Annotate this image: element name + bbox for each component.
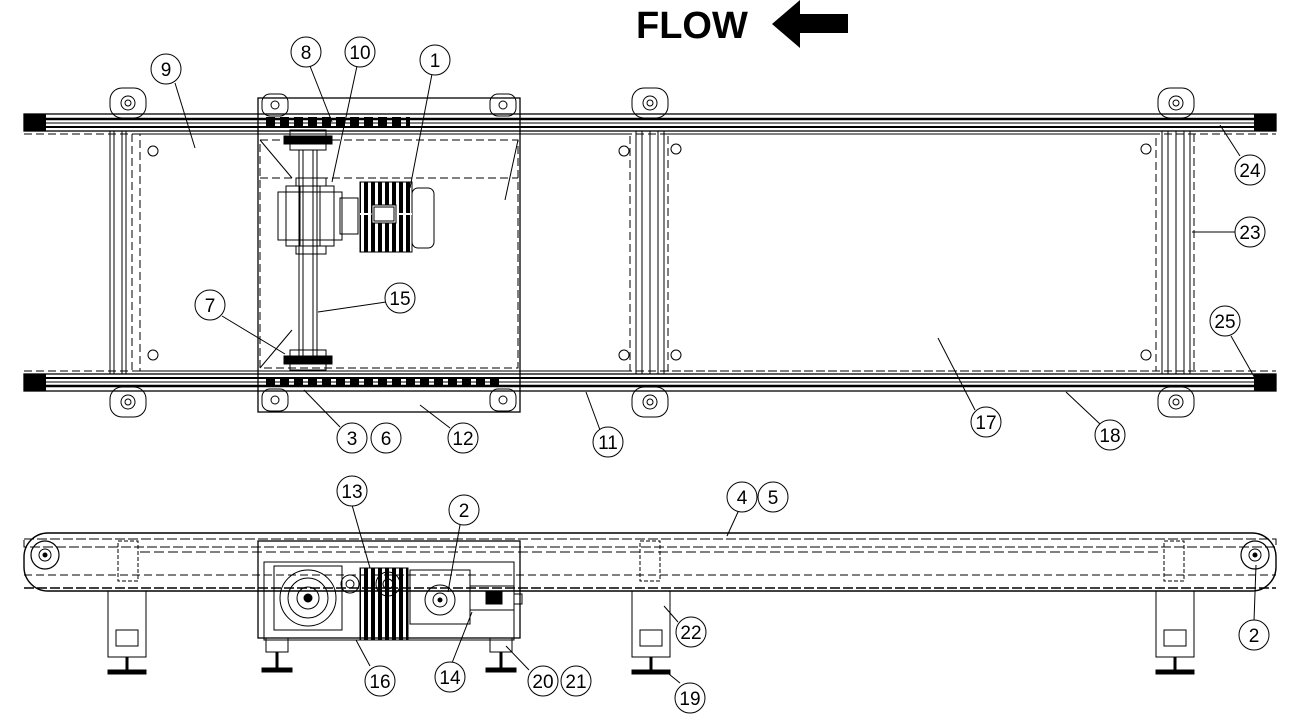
svg-text:14: 14: [439, 668, 461, 689]
balloon-25: 25: [1209, 305, 1241, 337]
svg-text:25: 25: [1214, 312, 1235, 333]
svg-text:8: 8: [301, 43, 312, 64]
gearbox-side: [273, 565, 360, 631]
leg-left: [107, 590, 147, 675]
balloon-19: 19: [674, 682, 706, 714]
drive-frame-hidden: [259, 139, 519, 369]
leader-lines: [174, 65, 1257, 684]
drive-foot-right: [485, 637, 517, 673]
svg-text:23: 23: [1239, 223, 1260, 244]
foot-plate-tr: [1157, 87, 1195, 119]
bed-panel-right: [667, 133, 1157, 372]
svg-text:19: 19: [679, 689, 700, 710]
balloon-5: 5: [757, 481, 789, 513]
balloon-2-tail: 2: [1238, 619, 1270, 651]
foot-plate-drive-br: [489, 388, 517, 412]
svg-text:21: 21: [565, 672, 586, 693]
svg-text:2: 2: [1249, 626, 1260, 647]
cross-member-middle: [635, 130, 665, 375]
balloon-17: 17: [970, 406, 1002, 438]
svg-text:7: 7: [205, 296, 216, 317]
drive-foot-left: [261, 637, 293, 673]
balloon-2-drive: 2: [448, 494, 480, 526]
foot-plate-drive-bl: [261, 388, 289, 412]
svg-text:20: 20: [532, 672, 553, 693]
balloon-21: 21: [560, 665, 592, 697]
svg-text:6: 6: [381, 429, 392, 450]
drive-chain-bottom: [262, 377, 502, 386]
svg-text:13: 13: [341, 482, 362, 503]
balloon-7: 7: [194, 289, 226, 321]
motor-side: [359, 567, 409, 641]
svg-text:16: 16: [369, 672, 390, 693]
svg-text:10: 10: [349, 43, 370, 64]
foot-plate-drive-tr: [489, 93, 517, 117]
svg-text:18: 18: [1099, 426, 1120, 447]
gearbox: [277, 177, 359, 255]
balloon-20: 20: [527, 665, 559, 697]
svg-text:15: 15: [389, 289, 410, 310]
flow-label: FLOW: [636, 5, 748, 47]
balloon-11: 11: [592, 426, 624, 458]
svg-text:22: 22: [680, 623, 701, 644]
balloon-4: 4: [726, 481, 758, 513]
take-up-assembly: [409, 569, 523, 625]
drive-chain-top: [262, 117, 410, 126]
end-pulley-right: [1240, 540, 1270, 570]
drive-sprocket-side: [375, 571, 401, 597]
drive-unit-outline: [257, 97, 521, 413]
end-pulley-left: [30, 540, 60, 570]
svg-text:9: 9: [161, 60, 172, 81]
balloon-24: 24: [1234, 154, 1266, 186]
cross-member-right: [1161, 130, 1191, 375]
leg-right: [1155, 590, 1195, 675]
balloon-15: 15: [384, 282, 416, 314]
balloon-13: 13: [336, 475, 368, 507]
svg-text:4: 4: [737, 488, 748, 509]
balloon-16: 16: [364, 665, 396, 697]
svg-text:1: 1: [430, 51, 441, 72]
foot-plate-drive-tl: [261, 93, 289, 117]
motor: [359, 181, 435, 253]
drive-shaft: [283, 129, 333, 371]
svg-text:5: 5: [768, 488, 779, 509]
balloon-18: 18: [1094, 419, 1126, 451]
balloon-22: 22: [675, 616, 707, 648]
balloon-3: 3: [336, 422, 368, 454]
svg-text:17: 17: [975, 413, 996, 434]
balloon-8: 8: [290, 36, 322, 68]
balloon-23: 23: [1234, 216, 1266, 248]
balloon-6: 6: [370, 422, 402, 454]
balloon-1: 1: [419, 44, 451, 76]
svg-text:24: 24: [1239, 161, 1261, 182]
side-view: [23, 532, 1277, 675]
foot-plate-bl: [109, 386, 147, 418]
svg-text:12: 12: [452, 429, 473, 450]
belt-loop: [23, 532, 1277, 592]
balloon-12: 12: [447, 422, 479, 454]
part-balloons: 9 8 10 1 7 15 3 6 12 11 17 18 24 23 25 1…: [150, 36, 1270, 714]
foot-plate-tl: [109, 87, 147, 119]
plan-view: [23, 87, 1277, 418]
svg-text:11: 11: [598, 433, 618, 454]
balloon-10: 10: [344, 36, 376, 68]
balloon-14: 14: [434, 661, 466, 693]
flow-arrow-icon: [772, 0, 848, 48]
svg-text:3: 3: [347, 429, 358, 450]
bed-panel-left: [139, 133, 631, 372]
foot-plate-br: [1157, 386, 1195, 418]
foot-plate-bm: [631, 386, 669, 418]
svg-text:2: 2: [459, 501, 470, 522]
balloon-9: 9: [150, 53, 182, 85]
foot-plate-tm: [631, 87, 669, 119]
cross-member-left: [109, 130, 127, 375]
leg-middle: [631, 590, 671, 675]
